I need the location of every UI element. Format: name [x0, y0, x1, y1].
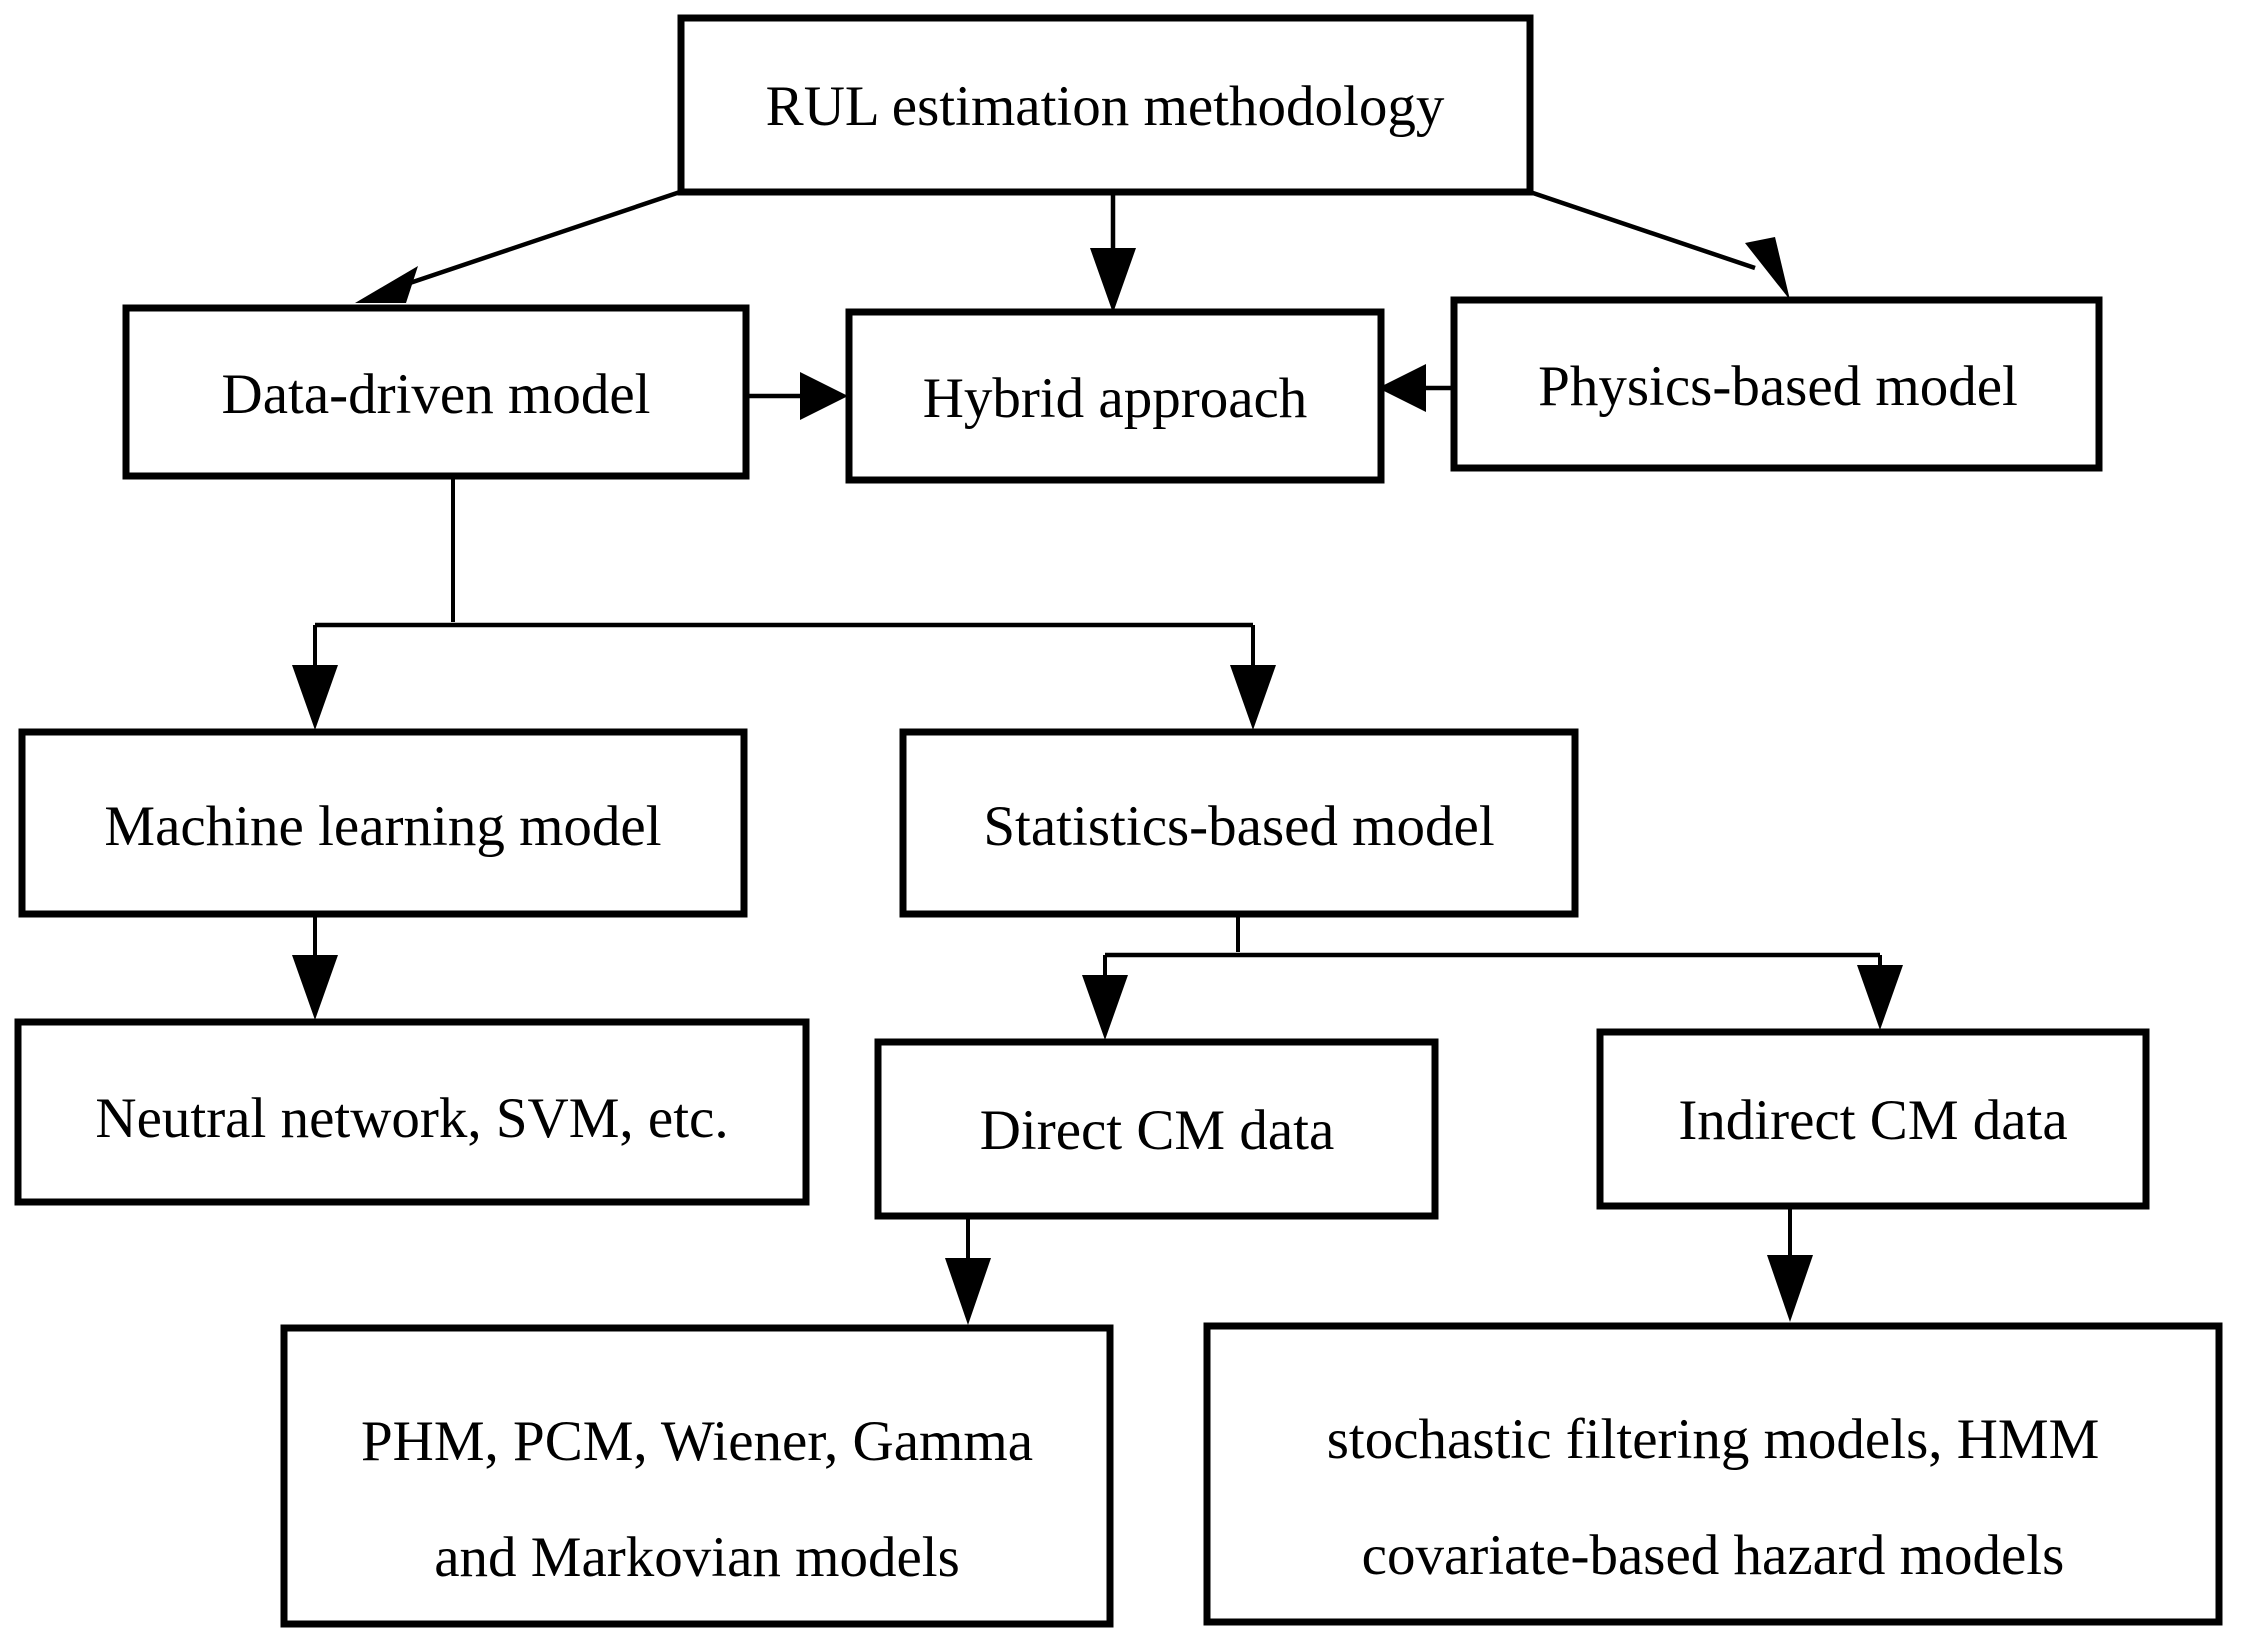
edge-machine-learning-to-neutral-network — [292, 915, 338, 1020]
edge-data-driven-split — [292, 475, 1276, 730]
edge-indirect-cm-to-stochastic-models — [1767, 1205, 1813, 1322]
edge-statistics-based-split — [1082, 915, 1903, 1040]
node-label-direct-cm: Direct CM data — [980, 1099, 1335, 1162]
node-label-hybrid: Hybrid approach — [923, 367, 1308, 430]
node-label-data-driven: Data-driven model — [222, 363, 651, 426]
edge-root-to-hybrid — [1090, 192, 1136, 313]
edge-data-driven-to-hybrid — [745, 372, 848, 420]
node-label-stochastic-models-line1: stochastic filtering models, HMM — [1327, 1408, 2100, 1471]
node-rul-estimation-methodology[interactable]: RUL estimation methodology — [677, 14, 1534, 196]
node-label-neutral-network: Neutral network, SVM, etc. — [95, 1087, 728, 1150]
node-label-physics-based: Physics-based model — [1538, 355, 2018, 418]
node-hybrid-approach[interactable]: Hybrid approach — [845, 308, 1385, 484]
edge-physics-based-to-hybrid — [1378, 364, 1455, 412]
node-phm-models[interactable]: PHM, PCM, Wiener, Gamma and Markovian mo… — [280, 1324, 1114, 1628]
node-neutral-network[interactable]: Neutral network, SVM, etc. — [14, 1018, 810, 1206]
node-label-indirect-cm: Indirect CM data — [1678, 1089, 2067, 1152]
node-stochastic-models[interactable]: stochastic filtering models, HMM covaria… — [1203, 1322, 2223, 1626]
node-label-phm-models-line1: PHM, PCM, Wiener, Gamma — [361, 1410, 1033, 1473]
edge-root-to-physics-based — [1529, 189, 1790, 300]
edge-direct-cm-to-phm-models — [945, 1215, 991, 1325]
node-label-stochastic-models-line2: covariate-based hazard models — [1362, 1524, 2065, 1587]
node-indirect-cm-data[interactable]: Indirect CM data — [1596, 1028, 2150, 1210]
node-label-phm-models-line2: and Markovian models — [434, 1526, 960, 1589]
node-machine-learning-model[interactable]: Machine learning model — [18, 728, 748, 918]
node-label-root: RUL estimation methodology — [766, 75, 1445, 138]
node-direct-cm-data[interactable]: Direct CM data — [874, 1038, 1439, 1220]
node-physics-based-model[interactable]: Physics-based model — [1450, 296, 2103, 472]
node-statistics-based-model[interactable]: Statistics-based model — [899, 728, 1579, 918]
node-label-statistics-based: Statistics-based model — [983, 795, 1494, 858]
node-data-driven-model[interactable]: Data-driven model — [122, 304, 750, 480]
edge-root-to-data-driven — [355, 189, 681, 303]
node-label-machine-learning: Machine learning model — [104, 795, 661, 858]
